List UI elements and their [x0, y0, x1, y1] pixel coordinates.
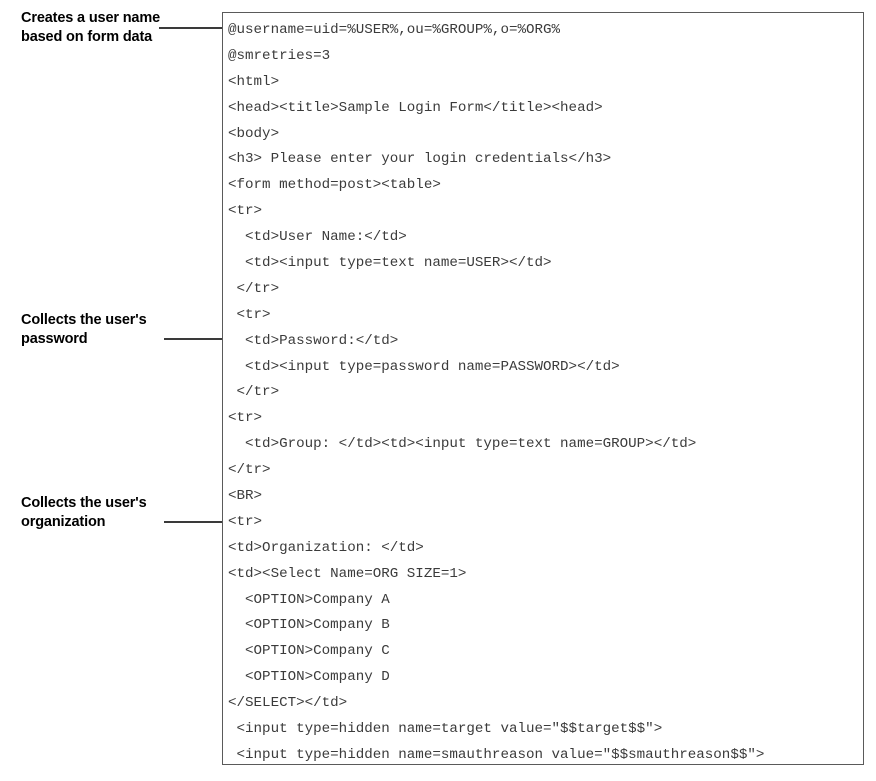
code-listing: @username=uid=%USER%,ou=%GROUP%,o=%ORG% @… [228, 18, 863, 764]
code-line: <tr> [228, 203, 263, 220]
code-listing-box: @username=uid=%USER%,ou=%GROUP%,o=%ORG% @… [222, 12, 864, 765]
code-line: <tr> [228, 513, 263, 530]
code-line: <h3> Please enter your login credentials… [228, 151, 612, 168]
code-line: <td><Select Name=ORG SIZE=1> [228, 565, 467, 582]
code-line: <tr> [228, 306, 271, 323]
code-line: <td><input type=text name=USER></td> [228, 255, 552, 272]
code-line: @smretries=3 [228, 47, 331, 64]
leader-line-password [164, 338, 230, 340]
code-line: </tr> [228, 280, 280, 297]
code-line: <td>Organization: </td> [228, 539, 424, 556]
leader-line-organization [164, 521, 223, 523]
code-line: <td>Password:</td> [228, 332, 399, 349]
leader-line-username [159, 27, 223, 29]
code-line: <BR> [228, 488, 263, 505]
code-line: <td>User Name:</td> [228, 229, 407, 246]
code-line: <head><title>Sample Login Form</title><h… [228, 99, 603, 116]
code-line: <td><input type=password name=PASSWORD><… [228, 358, 620, 375]
code-line: </tr> [228, 462, 271, 479]
callout-organization: Collects the user's organization [21, 495, 147, 530]
code-line: <tr> [228, 410, 263, 427]
code-line: <input type=hidden name=target value="$$… [228, 721, 663, 738]
code-line: <body> [228, 125, 280, 142]
code-line: </tr> [228, 384, 280, 401]
code-line: <OPTION>Company B [228, 617, 390, 634]
code-line: <OPTION>Company A [228, 591, 390, 608]
code-line: <td>Group: </td><td><input type=text nam… [228, 436, 697, 453]
callout-username: Creates a user name based on form data [21, 10, 161, 45]
code-line: <form method=post><table> [228, 177, 441, 194]
callout-password: Collects the user's password [21, 312, 147, 347]
code-line: <html> [228, 73, 280, 90]
code-line: @username=uid=%USER%,ou=%GROUP%,o=%ORG% [228, 22, 561, 38]
code-line: <input type=hidden name=smauthreason val… [228, 746, 765, 763]
code-line: </SELECT></td> [228, 695, 348, 712]
code-line: <OPTION>Company C [228, 643, 390, 660]
code-line: <OPTION>Company D [228, 669, 390, 686]
